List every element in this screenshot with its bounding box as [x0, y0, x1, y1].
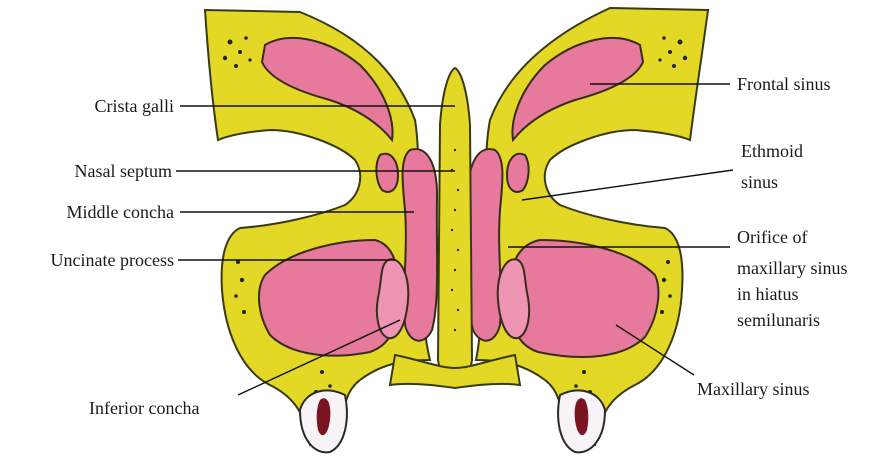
- left-ethmoid-cell: [376, 154, 398, 192]
- right-middle-concha: [468, 149, 503, 341]
- label-orifice-line2: maxillary sinus: [737, 258, 848, 278]
- label-orifice-line3: in hiatus: [737, 284, 799, 304]
- label-frontal-sinus: Frontal sinus: [737, 74, 831, 94]
- crista-galli-shape: [438, 68, 472, 385]
- label-nasal-septum: Nasal septum: [30, 161, 172, 181]
- label-orifice-line4: semilunaris: [737, 310, 820, 330]
- label-middle-concha: Middle concha: [20, 202, 174, 222]
- label-maxillary-sinus: Maxillary sinus: [697, 379, 810, 399]
- label-ethmoid-line1: Ethmoid: [741, 141, 803, 161]
- right-skull-half: [468, 8, 708, 452]
- left-middle-concha: [403, 149, 438, 341]
- right-tooth: [558, 390, 605, 452]
- label-uncinate-process: Uncinate process: [2, 250, 174, 270]
- right-ethmoid-cell: [507, 154, 529, 192]
- label-crista-galli: Crista galli: [40, 96, 174, 116]
- label-inferior-concha: Inferior concha: [89, 398, 199, 418]
- label-ethmoid-line2: sinus: [741, 172, 778, 192]
- leader-ethmoid-sinus: [522, 170, 733, 200]
- label-orifice-line1: Orifice of: [737, 227, 807, 247]
- left-skull-half: [205, 10, 437, 452]
- left-tooth: [300, 390, 347, 452]
